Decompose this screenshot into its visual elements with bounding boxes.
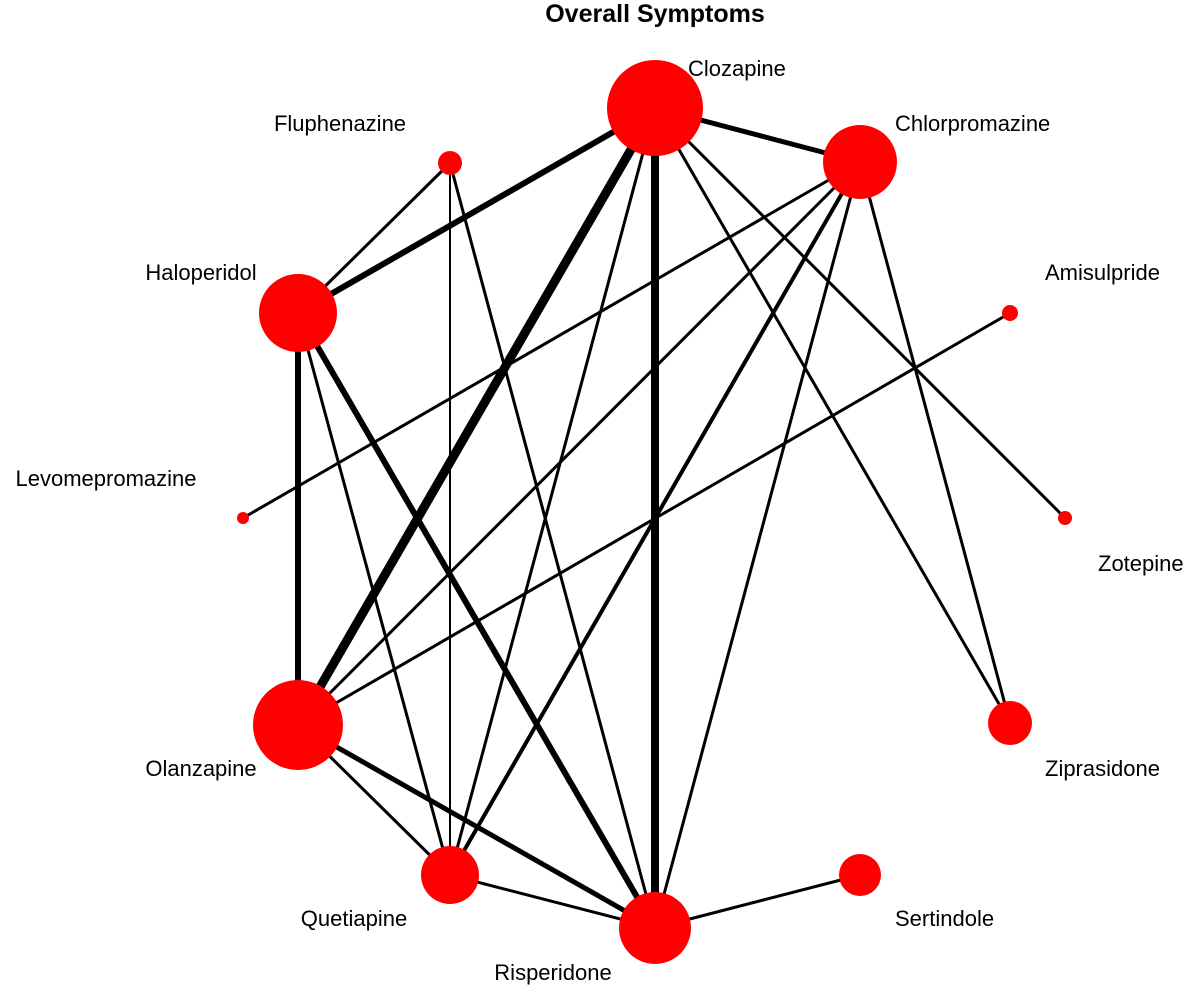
edge-haloperidol-risperidone xyxy=(295,311,658,930)
edge-fluphenazine-risperidone xyxy=(448,162,657,929)
diagram-title: Overall Symptoms xyxy=(545,0,765,28)
edge-clozapine-haloperidol xyxy=(296,105,657,316)
node-label-clozapine: Clozapine xyxy=(688,56,786,81)
node-fluphenazine xyxy=(438,151,462,175)
node-olanzapine xyxy=(253,680,343,770)
node-label-risperidone: Risperidone xyxy=(494,960,611,985)
node-label-fluphenazine: Fluphenazine xyxy=(274,111,406,136)
node-haloperidol xyxy=(259,274,337,352)
nodes-layer xyxy=(237,60,1072,964)
node-label-sertindole: Sertindole xyxy=(895,906,994,931)
edge-clozapine-olanzapine xyxy=(294,105,659,728)
node-amisulpride xyxy=(1002,305,1018,321)
edge-chlorpromazine-levomepromazine xyxy=(242,160,861,520)
edge-amisulpride-olanzapine xyxy=(297,311,1011,727)
node-label-haloperidol: Haloperidol xyxy=(145,260,256,285)
node-label-quetiapine: Quetiapine xyxy=(301,906,407,931)
node-label-chlorpromazine: Chlorpromazine xyxy=(895,111,1050,136)
node-sertindole xyxy=(839,854,881,896)
node-quetiapine xyxy=(421,846,479,904)
node-clozapine xyxy=(607,60,703,156)
edge-olanzapine-risperidone xyxy=(296,722,657,931)
node-label-olanzapine: Olanzapine xyxy=(145,756,256,781)
node-label-amisulpride: Amisulpride xyxy=(1045,260,1160,285)
node-label-ziprasidone: Ziprasidone xyxy=(1045,756,1160,781)
node-risperidone xyxy=(619,892,691,964)
edge-clozapine-zotepine xyxy=(653,106,1067,520)
node-label-zotepine: Zotepine xyxy=(1098,551,1184,576)
labels-layer: ClozapineChlorpromazineAmisulprideZotepi… xyxy=(16,56,1184,985)
node-levomepromazine xyxy=(237,512,249,524)
node-ziprasidone xyxy=(988,701,1032,745)
edge-chlorpromazine-risperidone xyxy=(653,161,862,929)
edge-haloperidol-quetiapine xyxy=(296,312,452,876)
edge-chlorpromazine-ziprasidone xyxy=(858,161,1012,724)
node-zotepine xyxy=(1058,511,1072,525)
edges-layer xyxy=(242,105,1067,931)
node-label-levomepromazine: Levomepromazine xyxy=(16,466,197,491)
node-chlorpromazine xyxy=(823,125,897,199)
edge-chlorpromazine-olanzapine xyxy=(296,160,862,727)
edge-clozapine-quetiapine xyxy=(448,107,657,876)
